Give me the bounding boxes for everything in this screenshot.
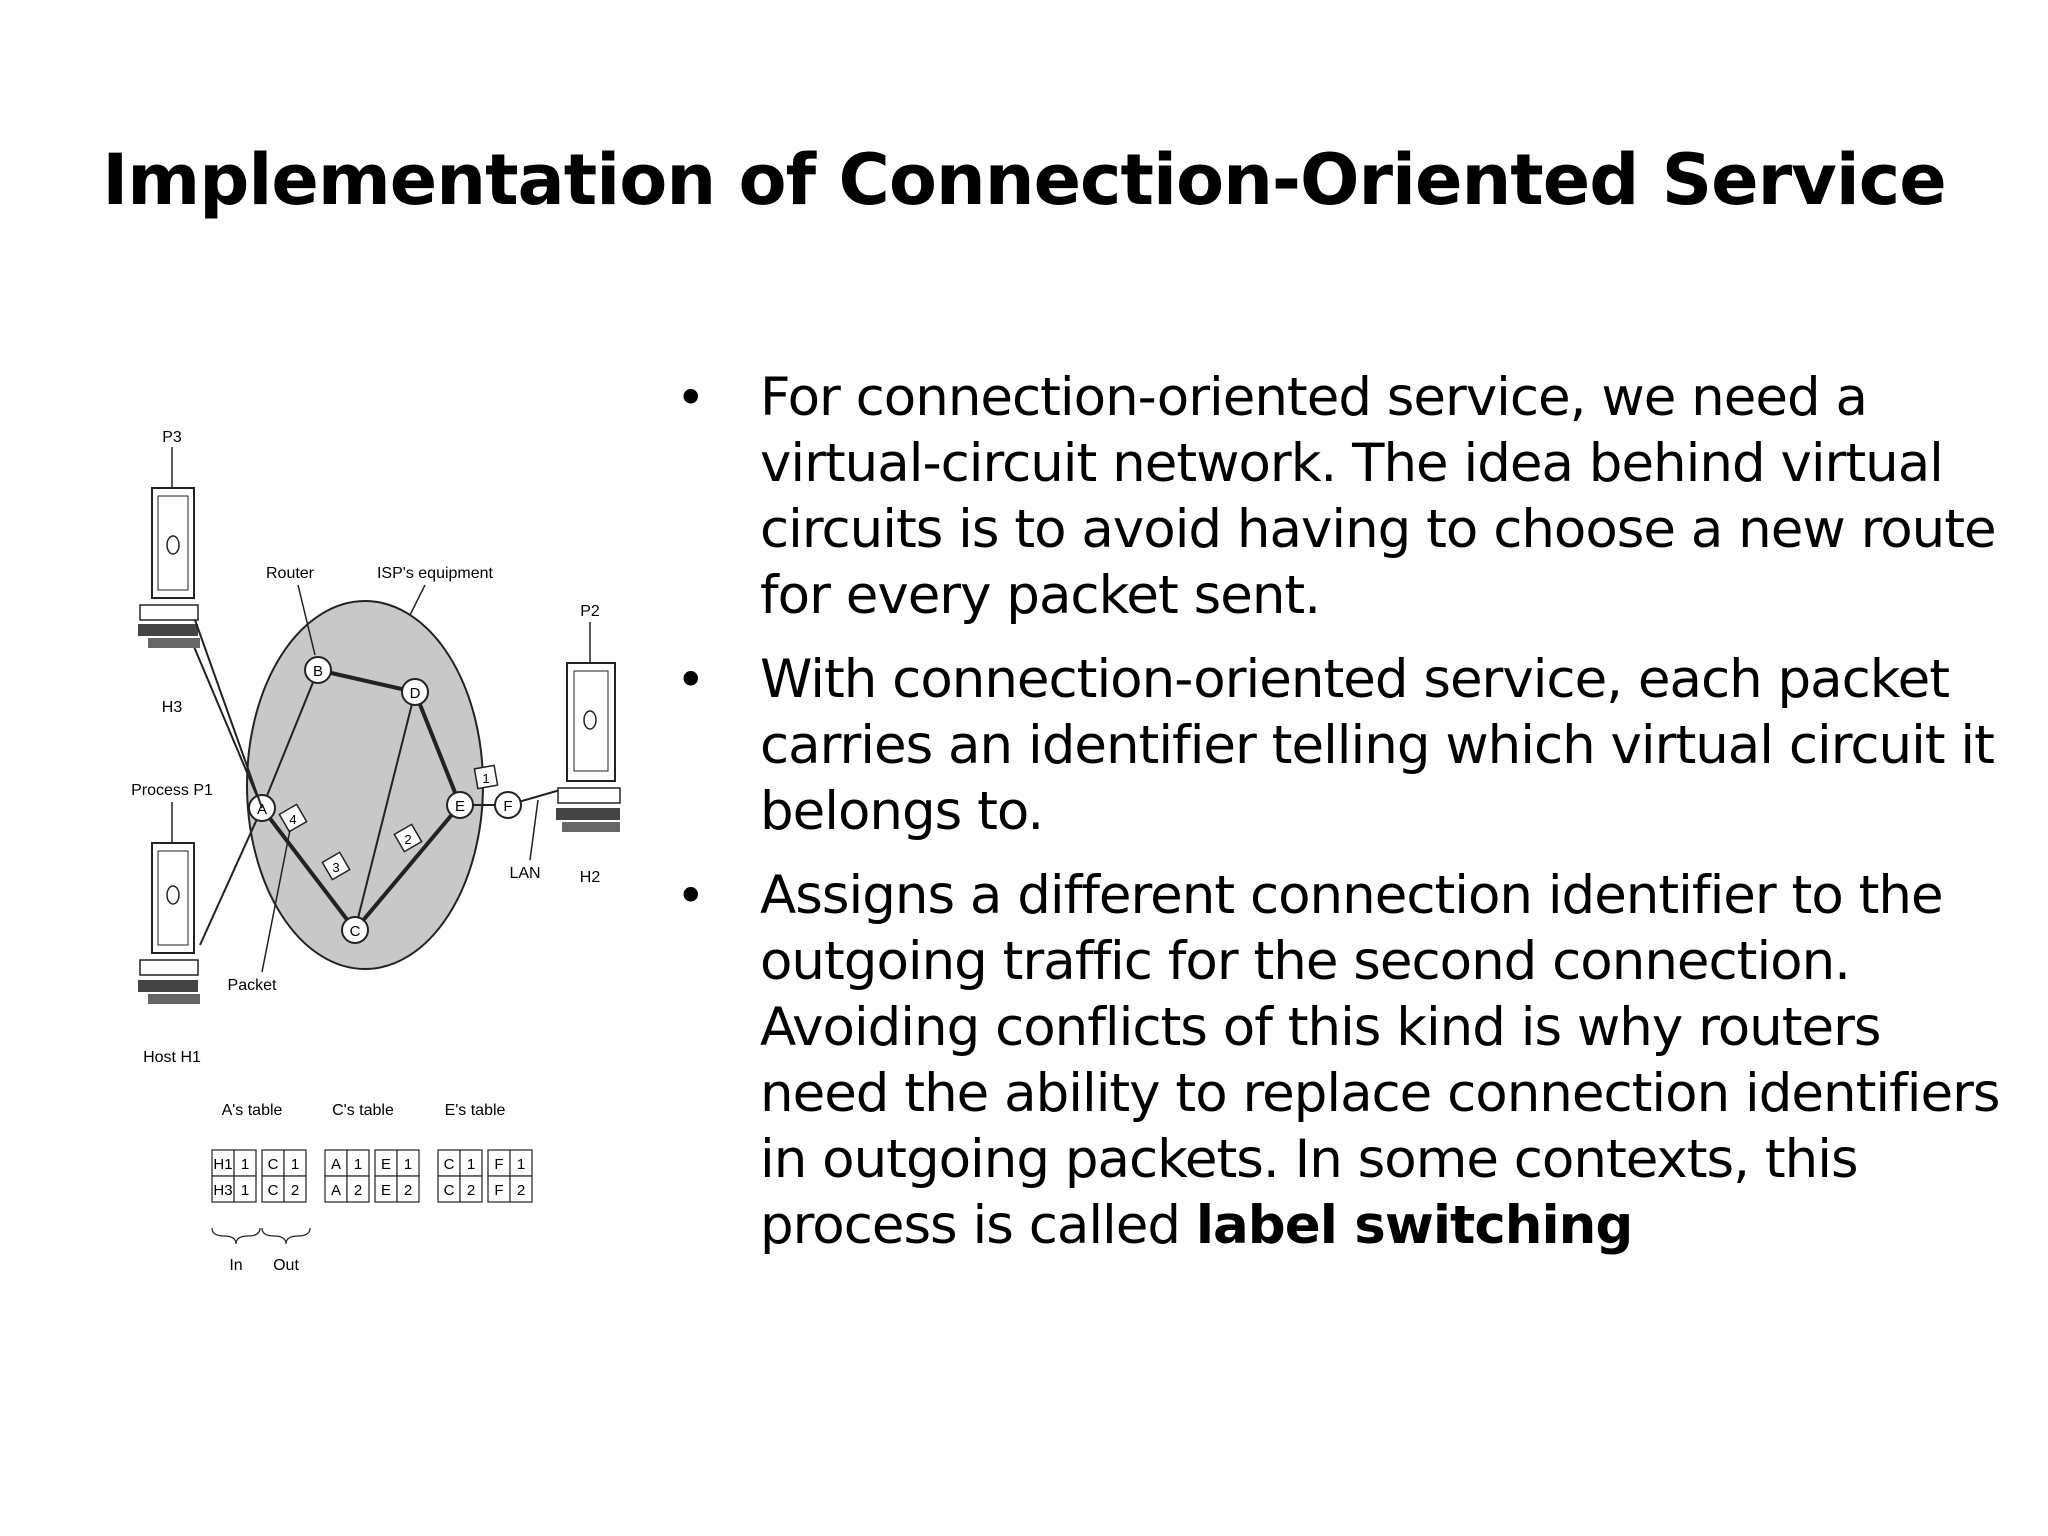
svg-text:E: E [455,798,465,815]
svg-text:P2: P2 [580,603,600,620]
table-cell: H3 [213,1182,232,1199]
isp-equipment-region [246,600,484,970]
svg-text:F: F [503,798,512,815]
svg-text:1: 1 [482,771,489,786]
computer-h1-icon: Process P1 Host H1 [131,782,213,1066]
virtual-circuit-diagram: A B C D E F 4 3 2 1 P3 [131,429,621,1274]
table-cell: 1 [404,1156,412,1173]
table-cell: C [268,1156,279,1173]
table-cell-box [233,1175,257,1203]
bullet-marker: • [676,369,705,427]
svg-text:H2: H2 [580,869,601,886]
bullet-item: • For connection-oriented service, we ne… [670,365,2000,629]
router-c: C [341,916,369,944]
svg-text:2: 2 [404,832,411,847]
network-links [260,668,462,932]
svg-text:A: A [257,801,267,818]
table-cell: 1 [467,1156,475,1173]
packet-3: 3 [321,851,351,881]
packet-label: Packet [228,829,291,994]
table-cell: A [331,1156,341,1173]
packet-2: 2 [393,823,423,853]
lan-label: LAN [509,799,541,882]
table-cell: 1 [354,1156,362,1173]
table-cell: 2 [467,1182,475,1199]
table-cell: C [444,1156,455,1173]
svg-text:H3: H3 [162,699,183,716]
router-d: D [401,678,429,706]
in-label: In [229,1257,242,1274]
bullet-marker: • [676,867,705,925]
svg-text:P3: P3 [162,429,182,446]
table-cell: C [444,1182,455,1199]
table-cell: 1 [241,1156,249,1173]
router-e: E [446,791,474,819]
computer-h3-icon: P3 H3 [138,429,200,716]
table-cell: 1 [291,1156,299,1173]
svg-text:4: 4 [289,812,296,827]
table-cell: 1 [517,1156,525,1173]
computer-h2-icon: P2 H2 [556,603,621,886]
isp-equipment-label: ISP's equipment [377,565,494,616]
slide-title: Implementation of Connection-Oriented Se… [102,139,1946,221]
svg-text:Process P1: Process P1 [131,782,213,799]
table-cell: 1 [241,1182,249,1199]
table-cell: H1 [213,1156,232,1173]
bullet-text: Assigns a different connection identifie… [760,865,2000,1256]
table-cell: 2 [354,1182,362,1199]
svg-text:C: C [350,923,361,940]
table-cell: 2 [517,1182,525,1199]
table-cell: F [494,1182,503,1199]
packet-1: 1 [473,764,499,790]
packet-4: 4 [278,803,308,833]
table-cell-box [459,1175,483,1203]
router-label: Router [266,565,316,656]
bullet-bold: label switching [1195,1195,1633,1256]
router-b: B [304,656,332,684]
bullet-item: • Assigns a different connection identif… [670,863,2000,1259]
svg-text:3: 3 [332,860,339,875]
table-cell: A [331,1182,341,1199]
table-cell: E [381,1156,391,1173]
bullet-list: • For connection-oriented service, we ne… [670,365,2000,1277]
svg-text:LAN: LAN [509,865,540,882]
svg-text:Packet: Packet [228,977,277,994]
table-cell: 2 [291,1182,299,1199]
table-cell-box [346,1175,370,1203]
bullet-text: For connection-oriented service, we need… [760,367,1997,626]
table-cell-box [509,1175,533,1203]
bullet-text: With connection-oriented service, each p… [760,649,1995,842]
table-cell-box [283,1175,307,1203]
network-links-thin [191,641,561,946]
out-label: Out [273,1257,299,1274]
table-cell-box [396,1175,420,1203]
table-cell: E [381,1182,391,1199]
bullet-marker: • [676,651,705,709]
table-cell: C [268,1182,279,1199]
router-f: F [494,791,522,819]
svg-text:Router: Router [266,565,315,582]
bullet-item: • With connection-oriented service, each… [670,647,2000,845]
table-cell: 2 [404,1182,412,1199]
table-cell: F [494,1156,503,1173]
svg-text:Host H1: Host H1 [143,1049,201,1066]
svg-text:B: B [313,663,323,680]
svg-text:D: D [410,685,421,702]
c-table-title: C's table [332,1102,394,1119]
e-table-title: E's table [445,1102,506,1119]
a-table-title: A's table [222,1102,283,1119]
svg-text:ISP's equipment: ISP's equipment [377,565,494,582]
